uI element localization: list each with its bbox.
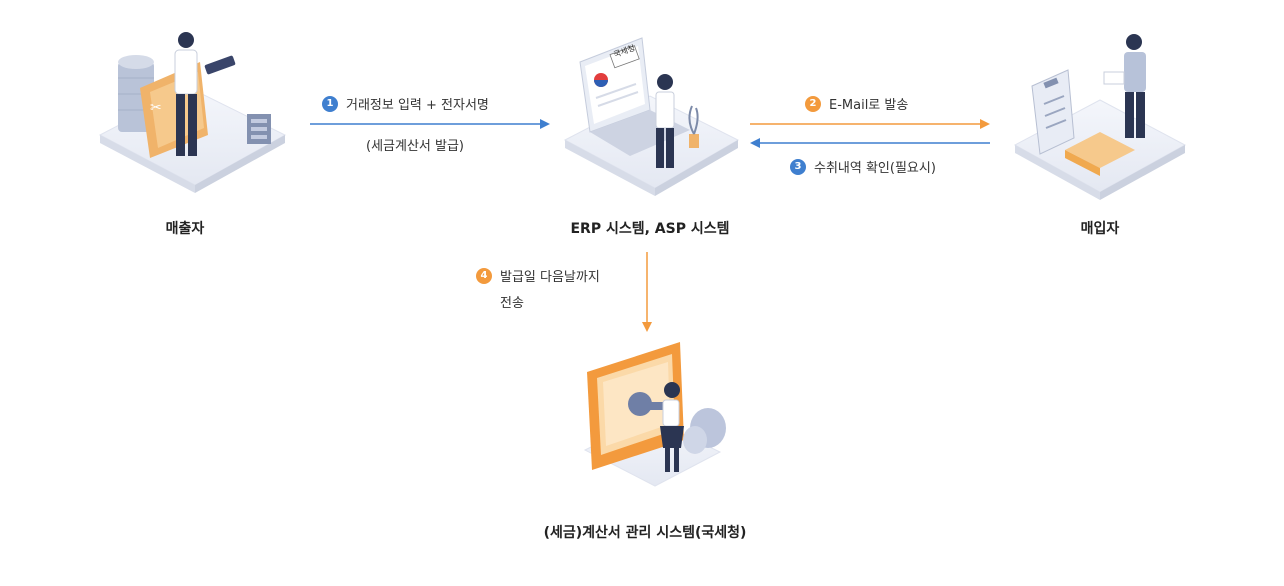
arrow-system-to-buyer — [750, 119, 990, 129]
step-3-text: 수취내역 확인(필요시) — [814, 161, 936, 176]
step-2: 2 E-Mail로 발송 — [805, 94, 908, 113]
nts-label: (세금)계산서 관리 시스템(국세청) — [543, 525, 747, 541]
arrow-system-to-nts — [642, 252, 652, 332]
step-1-badge: 1 — [322, 95, 338, 112]
step-1-subtext: (세금계산서 발급) — [366, 139, 464, 154]
nts-system-illustration-icon — [583, 342, 726, 487]
arrow-buyer-to-system — [750, 138, 990, 148]
step-3-badge: 3 — [790, 158, 806, 175]
buyer-illustration-icon — [1013, 34, 1187, 200]
step-4-text: 발급일 다음날까지 — [500, 270, 600, 285]
step-3: 3 수취내역 확인(필요시) — [790, 157, 936, 176]
arrow-seller-to-system — [310, 119, 550, 129]
seller-illustration-icon: ✂ — [98, 32, 287, 193]
svg-text:✂: ✂ — [150, 100, 162, 116]
step-4-badge: 4 — [476, 267, 492, 284]
system-label: ERP 시스템, ASP 시스템 — [570, 221, 730, 237]
seller-label: 매출자 — [165, 221, 205, 237]
step-2-badge: 2 — [805, 95, 821, 112]
erp-system-illustration-icon — [563, 37, 740, 196]
step-1: 1 거래정보 입력 + 전자서명 — [322, 94, 489, 113]
step-1-text: 거래정보 입력 + 전자서명 — [346, 98, 489, 113]
buyer-label: 매입자 — [1080, 221, 1120, 237]
step-4: 4 발급일 다음날까지 — [476, 266, 600, 285]
step-4-subtext: 전송 — [500, 296, 524, 311]
step-2-text: E-Mail로 발송 — [829, 98, 909, 113]
